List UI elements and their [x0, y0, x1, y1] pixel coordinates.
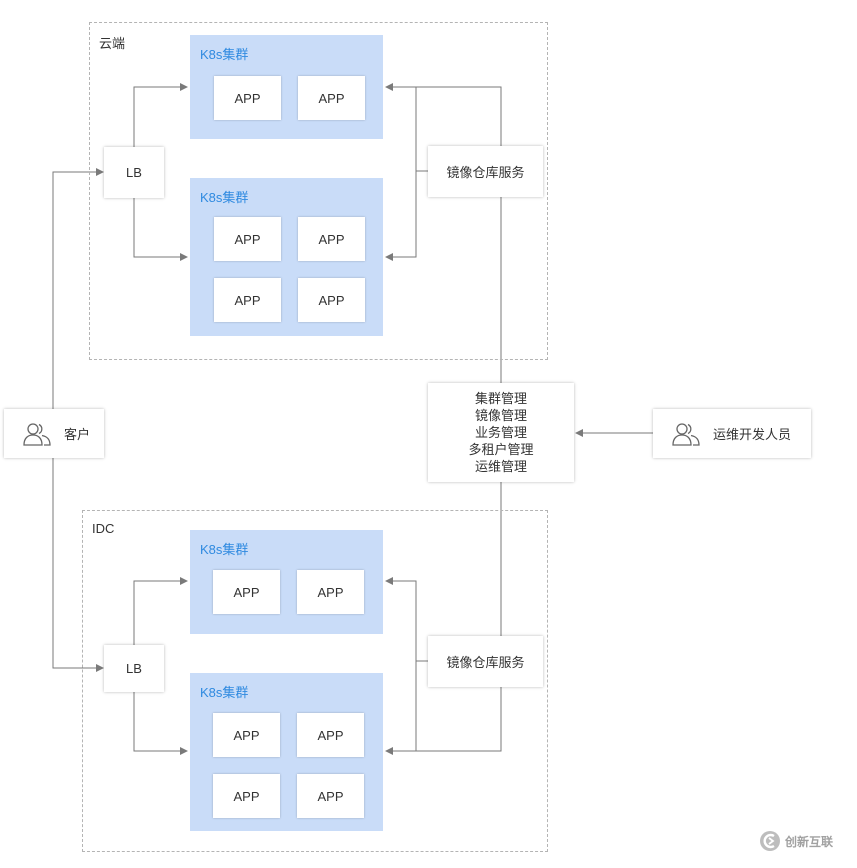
idc-lb-to-cluster1-arrow: [133, 577, 188, 645]
idc-lb-box: LB: [104, 645, 164, 692]
devops-label: 运维开发人员: [713, 427, 792, 442]
cloud-lb-to-cluster1-arrow: [133, 83, 188, 147]
app-box: APP: [214, 76, 281, 120]
cluster-title: K8s集群: [200, 190, 249, 205]
idc-registry-to-cluster1-arrow: [385, 577, 428, 662]
cloud-registry-to-cluster1-arrow: [385, 83, 428, 172]
watermark: 创新互联: [759, 830, 833, 852]
users-icon: [672, 422, 700, 446]
cloud-registry-box: 镜像仓库服务: [428, 146, 543, 197]
cluster-title: K8s集群: [200, 542, 249, 557]
cloud-lb-box: LB: [104, 147, 164, 198]
app-box: APP: [297, 713, 364, 757]
app-box: APP: [297, 774, 364, 818]
client-to-cloud-lb-arrow: [52, 168, 104, 409]
watermark-logo-icon: [760, 831, 780, 851]
idc-region: [82, 510, 548, 852]
cloud-region: [89, 22, 548, 360]
idc-cluster-2: K8s集群 APP APP APP APP: [190, 673, 383, 831]
app-box: APP: [213, 713, 280, 757]
cloud-cluster-2: K8s集群 APP APP APP APP: [190, 178, 383, 336]
app-box: APP: [298, 278, 365, 322]
app-box: APP: [213, 774, 280, 818]
management-to-idc-line: [416, 482, 502, 752]
cluster-title: K8s集群: [200, 47, 249, 62]
management-box: 集群管理 镜像管理 业务管理 多租户管理 运维管理: [428, 383, 574, 482]
idc-region-label: IDC: [92, 521, 115, 536]
client-to-idc-lb-arrow: [52, 458, 104, 672]
cloud-registry-to-cluster2-arrow: [385, 171, 417, 261]
management-item: 镜像管理: [474, 408, 527, 423]
idc-cluster-1: K8s集群 APP APP: [190, 530, 383, 634]
idc-lb-to-cluster2-arrow: [133, 692, 188, 755]
cloud-region-label: 云端: [99, 36, 126, 51]
cloud-cluster-1: K8s集群 APP APP: [190, 35, 383, 139]
management-item: 运维管理: [474, 459, 527, 474]
idc-registry-box: 镜像仓库服务: [428, 636, 543, 687]
users-icon: [23, 422, 51, 446]
app-box: APP: [298, 217, 365, 261]
client-box: 客户: [4, 409, 104, 458]
app-box: APP: [214, 278, 281, 322]
app-box: APP: [213, 570, 280, 614]
devops-box: 运维开发人员: [653, 409, 811, 458]
watermark-text: 创新互联: [785, 834, 834, 849]
management-item: 多租户管理: [468, 442, 534, 457]
app-box: APP: [298, 76, 365, 120]
app-box: APP: [297, 570, 364, 614]
cluster-title: K8s集群: [200, 685, 249, 700]
client-label: 客户: [64, 427, 91, 442]
management-to-cloud-line: [416, 86, 502, 383]
management-item: 业务管理: [474, 425, 527, 440]
cloud-lb-to-cluster2-arrow: [133, 198, 188, 261]
management-item: 集群管理: [474, 391, 527, 406]
app-box: APP: [214, 217, 281, 261]
